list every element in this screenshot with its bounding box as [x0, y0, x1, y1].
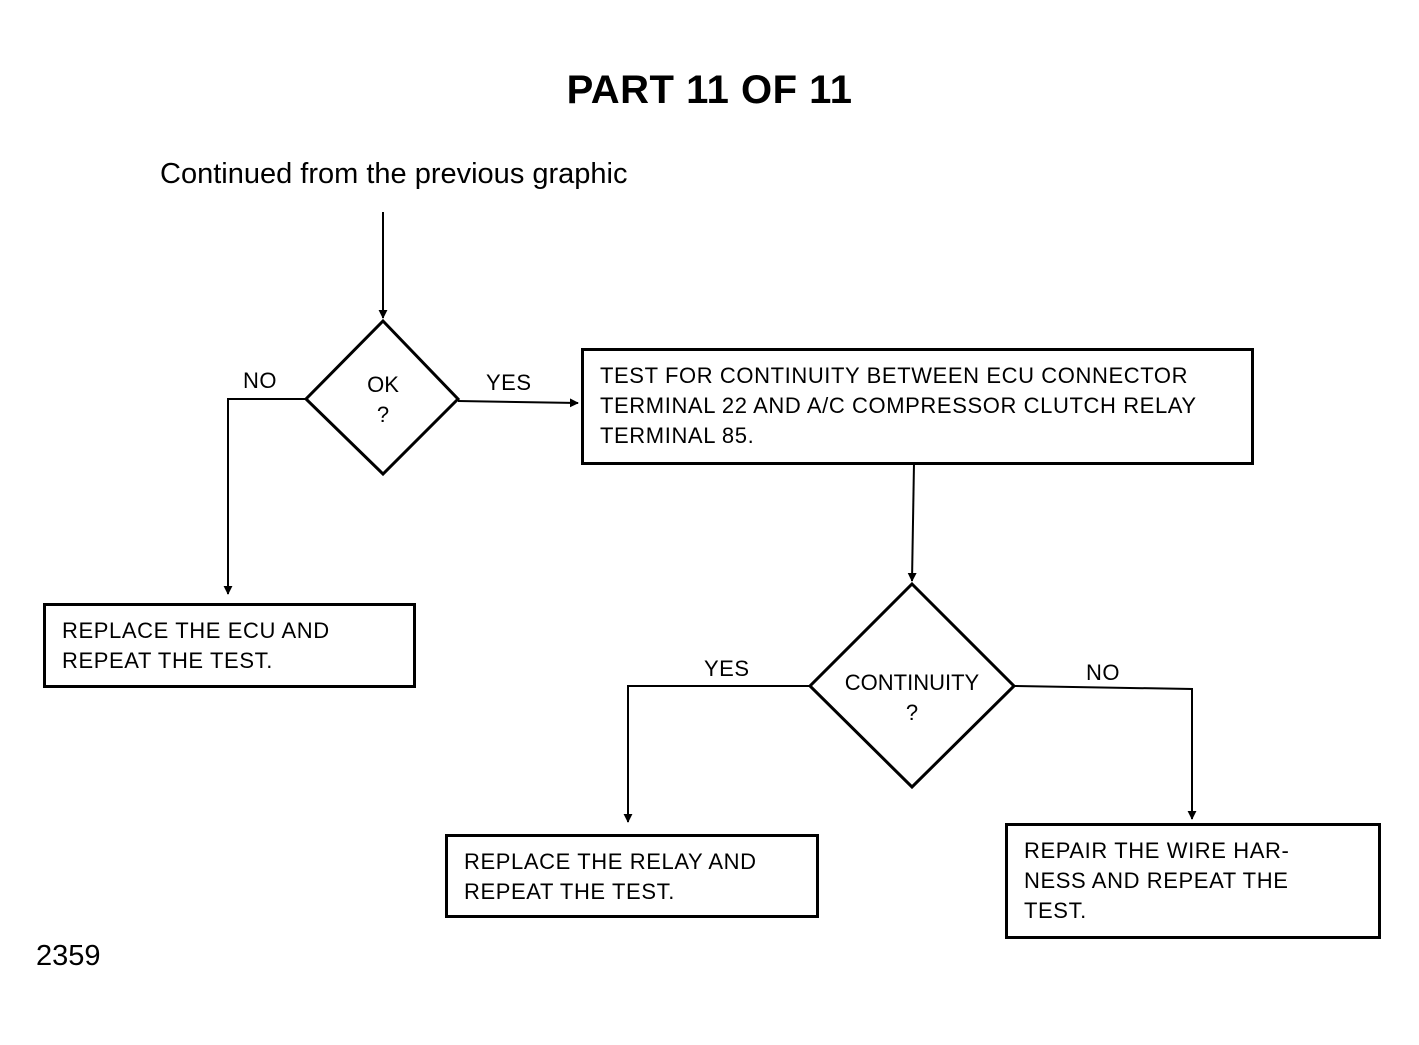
repair-harness-box: REPAIR THE WIRE HAR- NESS AND REPEAT THE… [1005, 823, 1381, 939]
continuity-yes-connector [623, 685, 810, 823]
test-continuity-line2: TERMINAL 22 AND A/C COMPRESSOR CLUTCH RE… [600, 393, 1197, 418]
repair-harness-line2: NESS AND REPEAT THE [1024, 868, 1289, 893]
continuity-no-connector [1013, 685, 1197, 820]
continuity-decision-diamond [807, 581, 1017, 790]
test-to-continuity-connector [907, 462, 917, 582]
replace-relay-box: REPLACE THE RELAY AND REPEAT THE TEST. [445, 834, 819, 918]
continued-text: Continued from the previous graphic [160, 158, 628, 190]
replace-ecu-box: REPLACE THE ECU AND REPEAT THE TEST. [43, 603, 416, 688]
test-continuity-box: TEST FOR CONTINUITY BETWEEN ECU CONNECTO… [581, 348, 1254, 465]
ok-decision-line2: ? [376, 402, 390, 427]
continuity-decision-text: CONTINUITY ? [822, 668, 1002, 728]
test-continuity-line1: TEST FOR CONTINUITY BETWEEN ECU CONNECTO… [600, 363, 1189, 388]
ok-no-label: NO [243, 368, 277, 393]
ok-yes-connector [457, 398, 579, 408]
page-title: PART 11 OF 11 [566, 68, 853, 112]
figure-number: 2359 [36, 940, 101, 972]
continuity-yes-label: YES [704, 656, 750, 681]
repair-harness-line3: TEST. [1024, 898, 1087, 923]
replace-relay-line2: REPEAT THE TEST. [464, 879, 675, 904]
continuity-no-label: NO [1086, 660, 1120, 685]
ok-no-connector [223, 398, 306, 595]
continuity-decision-line2: ? [905, 700, 919, 725]
ok-yes-label: YES [486, 370, 532, 395]
replace-ecu-line2: REPEAT THE TEST. [62, 648, 273, 673]
continuity-decision-line1: CONTINUITY [844, 670, 980, 695]
ok-decision-diamond [303, 318, 461, 477]
replace-ecu-line1: REPLACE THE ECU AND [62, 618, 330, 643]
replace-relay-line1: REPLACE THE RELAY AND [464, 849, 757, 874]
ok-decision-line1: OK [367, 372, 399, 397]
ok-decision-text: OK ? [333, 370, 433, 430]
test-continuity-line3: TERMINAL 85. [600, 423, 755, 448]
repair-harness-line1: REPAIR THE WIRE HAR- [1024, 838, 1290, 863]
